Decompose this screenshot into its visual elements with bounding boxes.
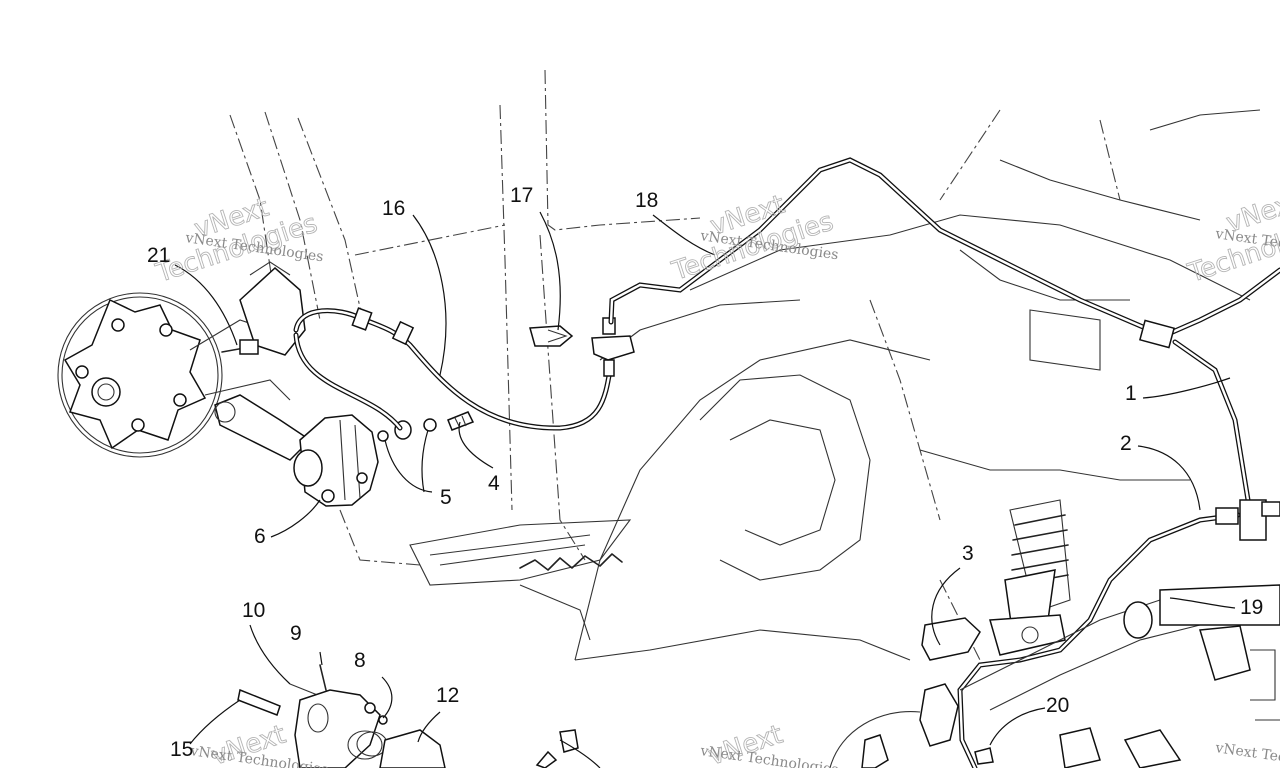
watermark-center: vNext Technologies vNext Technologies — [667, 189, 839, 287]
watermark-left: vNext Technologies vNext Technologies — [151, 192, 324, 289]
shock-absorber — [989, 499, 1071, 656]
footrest-grating — [409, 519, 632, 641]
callout-20: 20 — [1046, 694, 1069, 717]
callout-12: 12 — [436, 684, 459, 707]
hose-bracket — [591, 317, 635, 361]
callout-1: 1 — [1125, 382, 1137, 405]
front-wheel-hub — [57, 261, 312, 461]
front-brake-hose — [293, 307, 615, 431]
callout-21: 21 — [147, 244, 170, 267]
hose-clip — [529, 325, 574, 347]
watermark-small: vNext Technologies — [1213, 740, 1280, 768]
callout-3: 3 — [962, 542, 974, 565]
watermark-bottom-center: vNext vNext Technologies — [698, 719, 839, 768]
brake-caliper — [293, 414, 379, 507]
callout-leaders — [174, 211, 1236, 768]
callout-17: 17 — [510, 184, 533, 207]
callout-5: 5 — [440, 486, 452, 509]
callout-9: 9 — [290, 622, 302, 645]
callout-15: 15 — [170, 738, 193, 761]
callout-6: 6 — [254, 525, 266, 548]
rear-wheel-hub — [829, 683, 1182, 768]
banjo-bolt-and-washers — [377, 411, 475, 442]
vehicle-body-panel — [574, 109, 1261, 661]
rear-caliper-exploded — [237, 664, 579, 768]
callout-16: 16 — [382, 197, 405, 220]
callout-19: 19 — [1240, 596, 1263, 619]
callout-4: 4 — [488, 472, 500, 495]
callout-2: 2 — [1120, 432, 1132, 455]
vehicle-frame-outline — [229, 69, 1121, 661]
watermark-bottom-right: vNext Technologies — [1213, 740, 1280, 768]
rear-brake-hose — [957, 507, 1241, 768]
rigid-brake-line — [608, 157, 1280, 541]
callout-labels: 1 2 3 4 5 6 8 9 10 12 15 16 17 18 19 20 … — [147, 184, 1263, 761]
watermark-right: vNext Technologies vNext Technologies — [1183, 186, 1280, 289]
callout-10: 10 — [242, 599, 265, 622]
callout-18: 18 — [635, 189, 658, 212]
callout-8: 8 — [354, 649, 366, 672]
lower-control-arm — [921, 584, 1280, 721]
